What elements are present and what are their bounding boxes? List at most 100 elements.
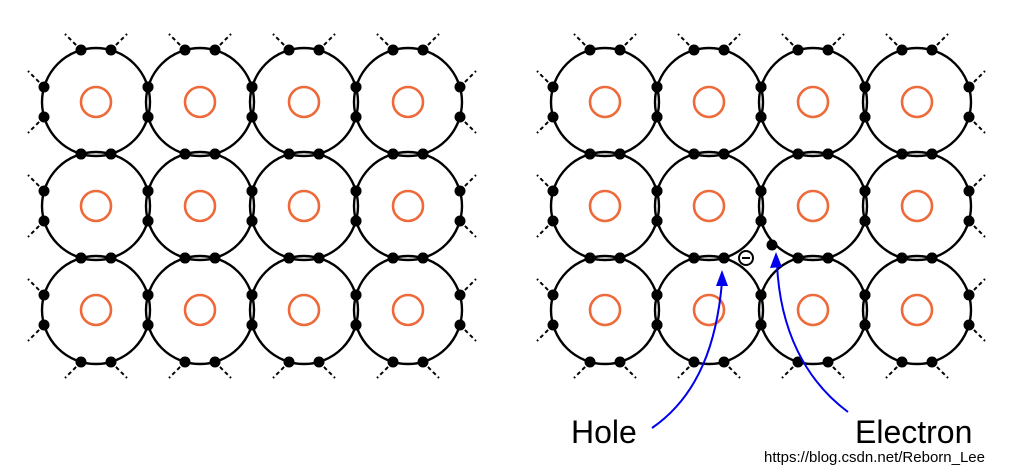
bond-electron (75, 356, 87, 368)
bond-electron (614, 356, 626, 368)
bond-electron (454, 81, 466, 93)
bond-electron (179, 44, 191, 56)
bond-electron (454, 215, 466, 227)
bond-electron (614, 148, 626, 160)
atom-nucleus (79, 293, 113, 327)
atom-orbit (861, 254, 973, 366)
bond-electron (142, 289, 154, 301)
bond-electron (38, 111, 50, 123)
bond-electron (105, 44, 117, 56)
bond-electron (283, 44, 295, 56)
atom-nucleus (287, 293, 321, 327)
atom-nucleus (900, 85, 934, 119)
bond-electron (963, 319, 975, 331)
bond-electron (926, 44, 938, 56)
atom-nucleus (692, 293, 726, 327)
bond-electron (454, 319, 466, 331)
bond-electron (926, 252, 938, 264)
bond-electron (718, 356, 730, 368)
bond-electron (651, 185, 663, 197)
atom-orbit (653, 254, 765, 366)
bond-electron (718, 148, 730, 160)
atom-nucleus (796, 293, 830, 327)
bond-electron (547, 289, 559, 301)
atom-nucleus (79, 85, 113, 119)
bond-electron (547, 319, 559, 331)
atom-nucleus (692, 85, 726, 119)
bond-electron (454, 111, 466, 123)
bond-electron (651, 81, 663, 93)
atom-orbit (352, 46, 464, 158)
bond-electron (926, 148, 938, 160)
atom-nucleus (391, 293, 425, 327)
bond-electron (963, 81, 975, 93)
bond-electron (584, 356, 596, 368)
pure-lattice-panel (27, 33, 477, 379)
electron-arrow (776, 263, 849, 413)
bond-electron (454, 185, 466, 197)
atom-orbit (653, 150, 765, 262)
atom-nucleus (287, 85, 321, 119)
atom-orbit (144, 150, 256, 262)
bond-electron (755, 185, 767, 197)
bond-electron (859, 319, 871, 331)
bond-electron (688, 252, 700, 264)
bond-electron (179, 356, 191, 368)
atom-orbit (248, 150, 360, 262)
bond-electron (142, 111, 154, 123)
bond-electron (792, 44, 804, 56)
bond-electron (313, 148, 325, 160)
atom-orbit (757, 46, 869, 158)
bond-electron (859, 81, 871, 93)
bond-electron (963, 215, 975, 227)
bond-electron (417, 356, 429, 368)
bond-electron (963, 111, 975, 123)
bond-electron (283, 252, 295, 264)
atom-orbit (861, 150, 973, 262)
bond-electron (688, 148, 700, 160)
atom-nucleus (287, 189, 321, 223)
lattice-with-hole-panel (536, 33, 986, 379)
bond-electron (75, 252, 87, 264)
bond-electron (896, 356, 908, 368)
bond-electron (896, 148, 908, 160)
bond-electron (142, 81, 154, 93)
bond-electron (755, 81, 767, 93)
atom-nucleus (588, 293, 622, 327)
atom-orbit (144, 254, 256, 366)
atom-orbit (40, 46, 152, 158)
atom-nucleus (588, 85, 622, 119)
bond-electron (38, 289, 50, 301)
bond-electron (313, 356, 325, 368)
bond-electron (651, 319, 663, 331)
atom-nucleus (900, 293, 934, 327)
atom-nucleus (391, 189, 425, 223)
bond-electron (209, 148, 221, 160)
bond-electron (547, 185, 559, 197)
bond-electron (755, 289, 767, 301)
bond-electron (246, 111, 258, 123)
bond-electron (822, 148, 834, 160)
atom-orbit (144, 46, 256, 158)
bond-electron (179, 252, 191, 264)
annotations: Hole Electron https://blog.csdn.net/Rebo… (571, 252, 985, 466)
bond-electron (105, 356, 117, 368)
bond-electron (142, 319, 154, 331)
bond-electron (584, 148, 596, 160)
bond-electron (926, 356, 938, 368)
bond-electron (246, 185, 258, 197)
atom-nucleus (183, 85, 217, 119)
atom-orbit (549, 254, 661, 366)
atom-orbit (757, 150, 869, 262)
bond-electron (859, 215, 871, 227)
bond-electron (246, 319, 258, 331)
bond-electron (246, 81, 258, 93)
bond-electron (614, 44, 626, 56)
atom-orbit (549, 46, 661, 158)
bond-electron (454, 289, 466, 301)
bond-electron (822, 252, 834, 264)
bond-electron (350, 185, 362, 197)
bond-electron (417, 44, 429, 56)
bond-electron (38, 215, 50, 227)
